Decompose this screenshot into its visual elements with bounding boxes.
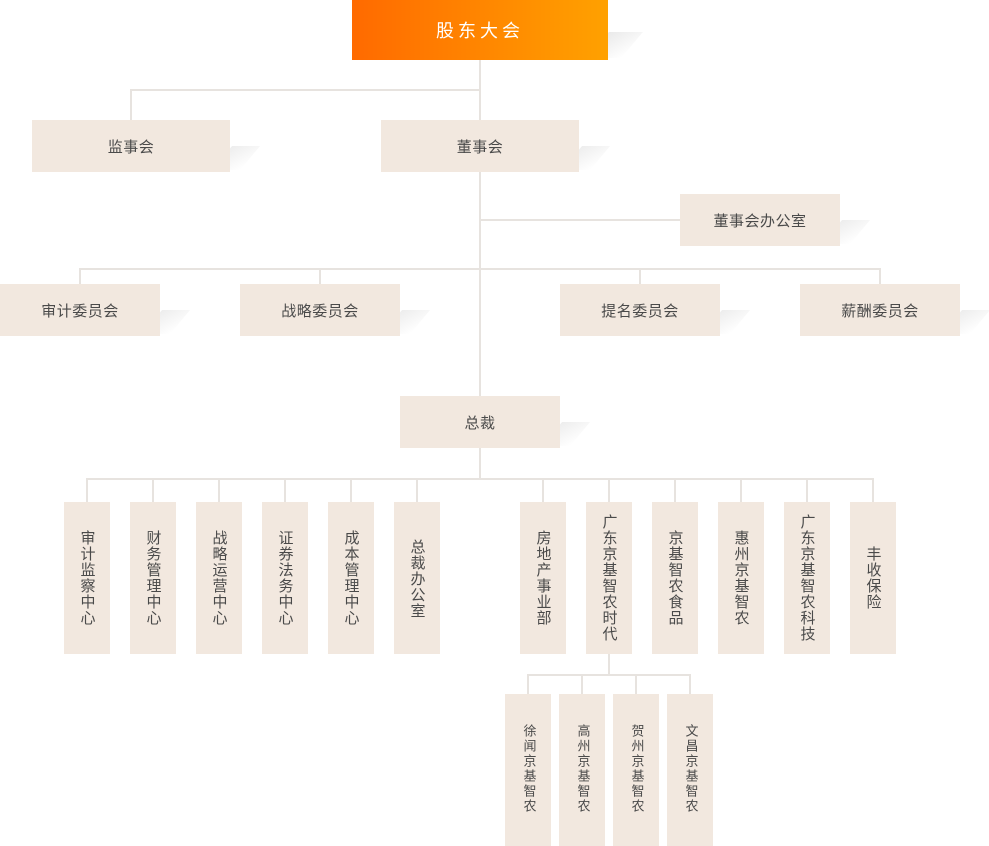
connector-line <box>806 478 808 502</box>
node-finance-center: 财务管理中心 <box>130 502 176 654</box>
connector-line <box>79 268 81 284</box>
node-real-estate-division: 房地产事业部 <box>520 502 566 654</box>
node-label: 徐闻京基智农 <box>520 724 536 814</box>
node-xuwen-jingji: 徐闻京基智农 <box>505 694 551 846</box>
connector-line <box>608 478 610 502</box>
connector-line <box>639 268 641 284</box>
node-gd-jingji-times: 广东京基智农时代 <box>586 502 632 654</box>
connector-line <box>689 674 691 694</box>
node-label: 广东京基智农时代 <box>600 514 619 642</box>
node-gd-jingji-tech: 广东京基智农科技 <box>784 502 830 654</box>
node-securities-legal-center: 证券法务中心 <box>262 502 308 654</box>
node-audit-supervision-center: 审计监察中心 <box>64 502 110 654</box>
node-label: 高州京基智农 <box>574 724 590 814</box>
node-label: 审计监察中心 <box>78 530 97 626</box>
connector-line <box>479 219 680 221</box>
node-label: 文昌京基智农 <box>682 724 698 814</box>
connector-line <box>152 478 154 502</box>
node-label: 财务管理中心 <box>144 530 163 626</box>
node-supervisory-board: 监事会 <box>32 120 230 172</box>
node-president-office: 总裁办公室 <box>394 502 440 654</box>
connector-line <box>479 448 481 478</box>
connector-line <box>872 478 874 502</box>
node-label: 房地产事业部 <box>534 530 553 626</box>
connector-line <box>608 654 610 674</box>
connector-line <box>86 478 88 502</box>
node-shareholders-meeting: 股东大会 <box>352 0 608 60</box>
connector-line <box>542 478 544 502</box>
node-strategy-committee: 战略委员会 <box>240 284 400 336</box>
connector-line <box>740 478 742 502</box>
node-nomination-committee: 提名委员会 <box>560 284 720 336</box>
connector-line <box>416 478 418 502</box>
connector-line <box>218 478 220 502</box>
node-label: 总裁办公室 <box>408 539 427 619</box>
node-gaozhou-jingji: 高州京基智农 <box>559 694 605 846</box>
node-label: 战略运营中心 <box>210 530 229 626</box>
node-label: 成本管理中心 <box>342 530 361 626</box>
node-harvest-insurance: 丰收保险 <box>850 502 896 654</box>
connector-line <box>479 60 481 396</box>
connector-line <box>284 478 286 502</box>
connector-line <box>79 268 881 270</box>
connector-line <box>635 674 637 694</box>
connector-line <box>879 268 881 284</box>
connector-line <box>527 674 691 676</box>
node-label: 广东京基智农科技 <box>798 514 817 642</box>
node-label: 丰收保险 <box>864 546 883 610</box>
node-jingji-food: 京基智农食品 <box>652 502 698 654</box>
node-audit-committee: 审计委员会 <box>0 284 160 336</box>
node-wenchang-jingji: 文昌京基智农 <box>667 694 713 846</box>
node-remuneration-committee: 薪酬委员会 <box>800 284 960 336</box>
connector-line <box>86 478 874 480</box>
node-label: 京基智农食品 <box>666 530 685 626</box>
node-label: 证券法务中心 <box>276 530 295 626</box>
node-label: 贺州京基智农 <box>628 724 644 814</box>
node-board-office: 董事会办公室 <box>680 194 840 246</box>
connector-line <box>527 674 529 694</box>
connector-line <box>130 89 132 120</box>
connector-line <box>350 478 352 502</box>
node-cost-center: 成本管理中心 <box>328 502 374 654</box>
connector-line <box>674 478 676 502</box>
node-strategy-ops-center: 战略运营中心 <box>196 502 242 654</box>
node-hezhou-jingji: 贺州京基智农 <box>613 694 659 846</box>
node-board-of-directors: 董事会 <box>381 120 579 172</box>
node-label: 惠州京基智农 <box>732 530 751 626</box>
connector-line <box>319 268 321 284</box>
node-huizhou-jingji: 惠州京基智农 <box>718 502 764 654</box>
node-president: 总裁 <box>400 396 560 448</box>
connector-line <box>130 89 481 91</box>
connector-line <box>581 674 583 694</box>
